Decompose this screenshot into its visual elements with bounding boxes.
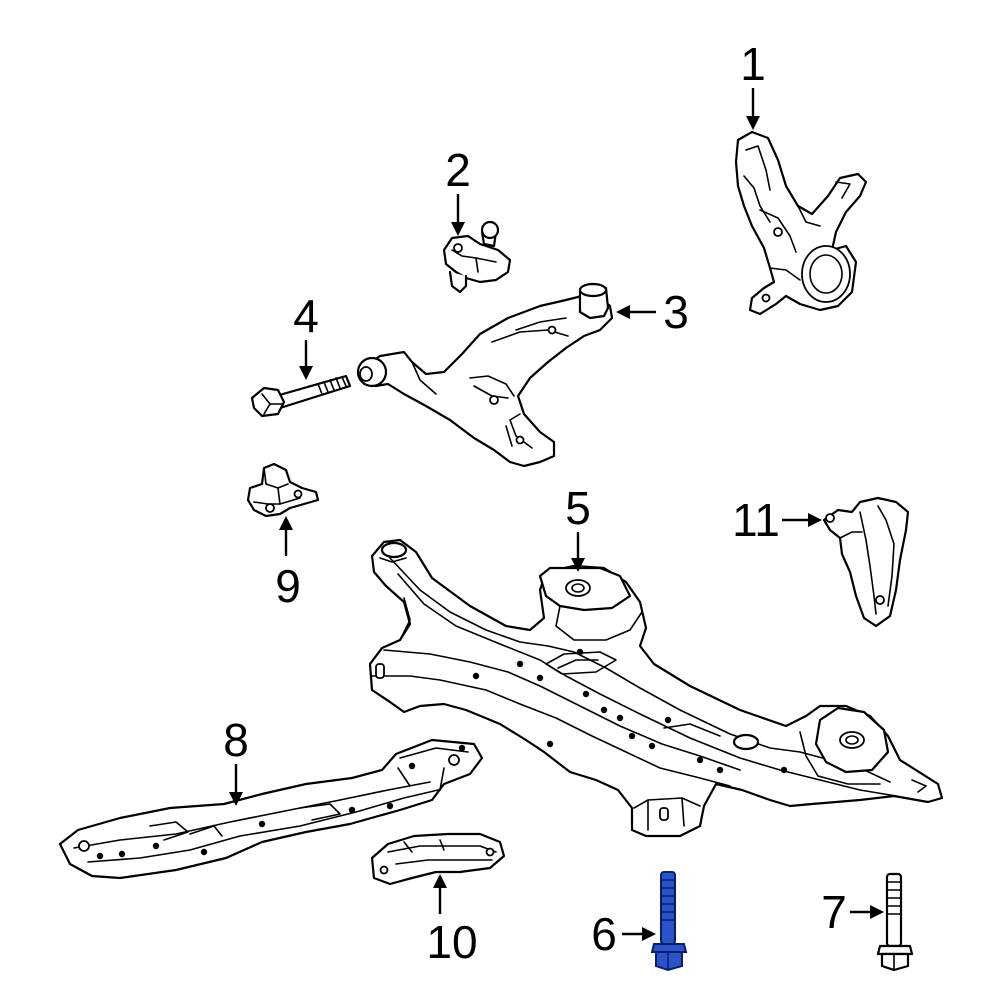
- part-11-bracket[interactable]: [822, 496, 910, 628]
- callout-2: 2: [445, 144, 471, 196]
- leader-lines: [229, 88, 884, 941]
- callout-3: 3: [663, 286, 689, 338]
- part-3-lower-control-arm[interactable]: [356, 282, 614, 468]
- part-9-bracket[interactable]: [246, 462, 320, 518]
- callout-4: 4: [293, 290, 319, 342]
- part-4-arm-bolt[interactable]: [250, 374, 352, 418]
- callout-8: 8: [223, 714, 249, 766]
- part-7-bolt[interactable]: [876, 872, 914, 972]
- callout-11: 11: [732, 494, 780, 546]
- callout-5: 5: [565, 482, 591, 534]
- callout-10: 10: [426, 916, 477, 968]
- callout-9: 9: [275, 560, 301, 612]
- part-2-ball-joint[interactable]: [442, 220, 512, 294]
- callout-6: 6: [591, 908, 617, 960]
- part-10-bracket[interactable]: [370, 832, 506, 886]
- part-8-plate[interactable]: [58, 738, 484, 880]
- callout-1: 1: [740, 38, 766, 90]
- part-5-crossmember[interactable]: [368, 538, 944, 838]
- callout-labels: 1 2 3 4 5 6 7 8 9 10 11: [223, 38, 847, 968]
- callout-7: 7: [821, 886, 847, 938]
- part-6-highlighted-bolt[interactable]: [650, 871, 688, 972]
- part-1-steering-knuckle[interactable]: [734, 130, 868, 316]
